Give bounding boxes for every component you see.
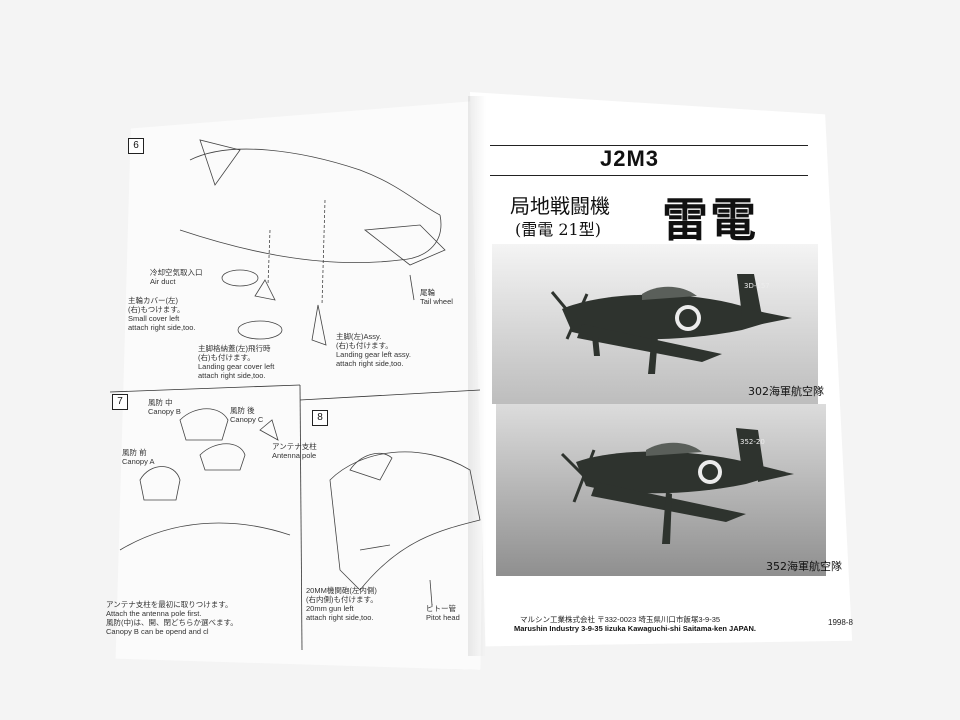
step6-tail xyxy=(363,224,446,266)
bottom-aircraft-fuselage xyxy=(576,451,786,494)
step6-gear-assy-part xyxy=(311,304,327,346)
aircraft-type-jp: 局地戦闘機 xyxy=(510,194,610,218)
air-duct-label: 冷却空気取入口 Air duct xyxy=(150,268,203,286)
caption-302: 302海軍航空隊 xyxy=(748,385,824,398)
top-aircraft-fuselage xyxy=(562,294,782,340)
step7-fuselage-line xyxy=(119,522,291,551)
tail-wheel-label: 尾輪 Tail wheel xyxy=(420,288,453,306)
gun-label: 20MM機関砲(左内側) (右内側)も付けます。 20mm gun left a… xyxy=(306,586,378,622)
bottom-aircraft-gear xyxy=(662,492,672,544)
antenna-pole-label: アンテナ支柱 Antenna pole xyxy=(272,442,317,460)
top-aircraft-canopy xyxy=(642,286,697,300)
step7-canopy-a xyxy=(139,466,181,501)
bottom-aircraft-canopy xyxy=(646,442,702,456)
page-fold-crease xyxy=(468,96,486,656)
bottom-tail-code: 352-20 xyxy=(740,438,765,446)
gear-assy-label: 主脚(左)Assy. (右)も付けます。 Landing gear left a… xyxy=(336,332,411,368)
step6-gear-cover-part xyxy=(237,320,283,340)
step6-air-duct-part xyxy=(221,269,259,287)
step8-wing-outline xyxy=(329,451,481,591)
aircraft-subtype-jp: (雷電 21型) xyxy=(515,220,601,239)
canopy-b-label: 風防 中 Canopy B xyxy=(148,398,181,416)
step7-antenna-pole xyxy=(259,419,279,441)
caption-352: 352海軍航空隊 xyxy=(766,560,842,573)
gear-cover-label: 主脚格納蓋(左)飛行時 (右)も付けます。 Landing gear cover… xyxy=(198,344,275,380)
step7-canopy-c xyxy=(199,443,246,471)
aircraft-photo-bottom: 352-20 xyxy=(560,428,794,544)
step6-propeller xyxy=(199,139,241,186)
title-bottom-rule xyxy=(490,175,808,176)
title-top-rule xyxy=(490,145,808,146)
photo-302-squadron: 3D-157 xyxy=(492,244,818,404)
canopy-a-label: 風防 前 Canopy A xyxy=(122,448,155,466)
pitot-head-label: ピトー管 Pitot head xyxy=(426,604,460,622)
top-aircraft-gear xyxy=(648,334,658,374)
step6-small-cover-part xyxy=(254,279,276,301)
canopy-c-label: 風防 後 Canopy C xyxy=(230,406,264,424)
top-aircraft-tail xyxy=(737,274,762,316)
print-date: 1998-8 xyxy=(828,618,853,627)
step-6-badge: 6 xyxy=(128,138,144,154)
step7-note: アンテナ支柱を最初に取りつけます。 Attach the antenna pol… xyxy=(106,600,238,636)
aircraft-photo-top: 3D-157 xyxy=(550,274,792,374)
photo-352-squadron: 352-20 xyxy=(496,404,826,576)
small-cover-label: 主輪カバー(左) (右)もつけます。 Small cover left atta… xyxy=(128,296,196,332)
step6-fuselage-line xyxy=(189,148,441,216)
step-8-badge: 8 xyxy=(312,410,328,426)
step8-canopy xyxy=(349,453,393,481)
step-7-badge: 7 xyxy=(112,394,128,410)
aircraft-name-jp: 雷電 xyxy=(662,193,758,247)
bottom-aircraft-tail xyxy=(736,428,764,470)
top-propeller-blade xyxy=(550,291,579,323)
maker-address-en: Marushin Industry 3-9-35 Iizuka Kawaguch… xyxy=(514,624,757,633)
step6-tail-wheel-part xyxy=(409,274,415,301)
maker-address-jp: マルシン工業株式会社 〒332-0023 埼玉県川口市飯塚3-9-35 xyxy=(520,615,721,624)
top-aircraft-wing xyxy=(577,324,722,362)
step7-canopy-b xyxy=(179,408,229,441)
top-tail-code: 3D-157 xyxy=(744,282,770,290)
step6-wing-line xyxy=(179,214,442,264)
model-title: J2M3 xyxy=(600,146,660,171)
